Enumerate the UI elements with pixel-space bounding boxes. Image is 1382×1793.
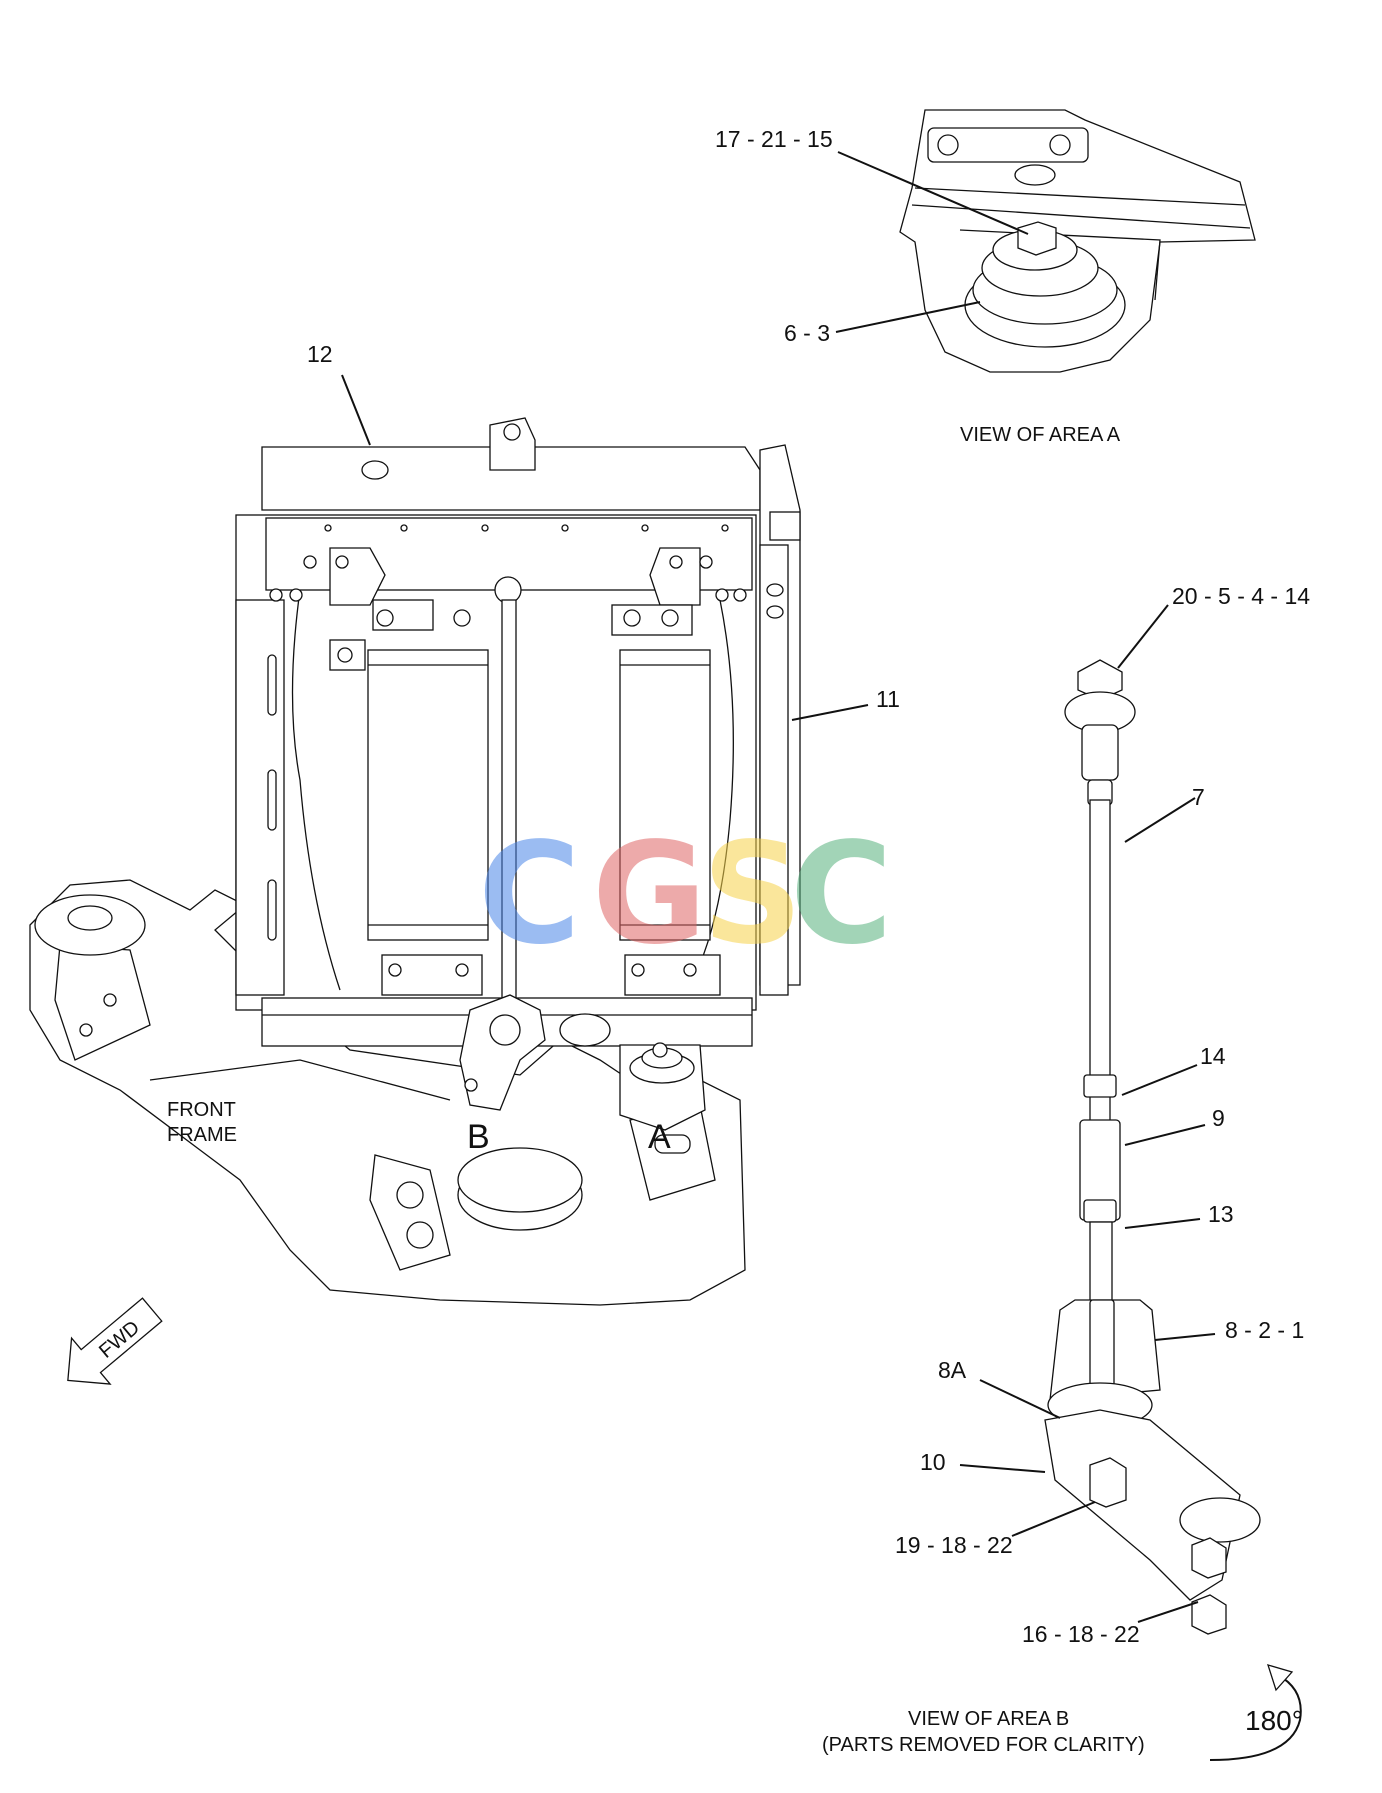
callout-14: 14 [1200,1043,1226,1069]
frame-bolts [269,524,747,602]
area-b-rod-assembly [1044,659,1261,1635]
callout-19-18-22: 19 - 18 - 22 [895,1532,1013,1558]
caption-view-area-b-line2: (PARTS REMOVED FOR CLARITY) [822,1734,1145,1756]
caption-front-frame-line1: FRONT [167,1099,236,1121]
caption-view-area-b-line1: VIEW OF AREA B [908,1708,1069,1730]
fwd-arrow-icon: FWD [67,1297,163,1385]
callout-10: 10 [920,1449,946,1475]
callout-13: 13 [1208,1201,1234,1227]
tie-rod-b [459,576,546,1111]
callout-12: 12 [307,341,333,367]
callout-20-5-4-14: 20 - 5 - 4 - 14 [1172,583,1310,609]
callout-9: 9 [1212,1105,1225,1131]
caption-front-frame-line2: FRAME [167,1124,237,1146]
cooler-frame-assembly [29,417,801,1306]
watermark-letter-4: C [790,813,893,976]
rotation-label: 180° [1245,1705,1303,1736]
isolator-mount-a [619,1042,706,1131]
area-letter-b: B [467,1118,490,1156]
callout-6-3: 6 - 3 [784,320,830,346]
watermark-letter-3: S [702,813,803,976]
callout-11: 11 [876,686,900,712]
left-cooler [329,599,489,941]
area-a-detail [899,109,1256,373]
leader-lines [341,151,1216,1623]
right-cooler [611,604,711,941]
area-letter-a: A [648,1118,671,1156]
watermark: C G S C [478,813,893,976]
callout-7: 7 [1192,784,1205,810]
callouts: 17 - 21 - 15 6 - 3 12 11 20 - 5 - 4 - 14… [307,126,1310,1647]
callout-8-2-1: 8 - 2 - 1 [1225,1317,1304,1343]
watermark-letter-1: C [478,813,581,976]
callout-8a: 8A [938,1357,967,1383]
callout-16-18-22: 16 - 18 - 22 [1022,1621,1140,1647]
watermark-letter-2: G [592,813,707,976]
caption-view-area-a: VIEW OF AREA A [960,424,1121,446]
rotation-180-indicator: 180° [1209,1664,1303,1761]
callout-17-21-15: 17 - 21 - 15 [715,126,833,152]
